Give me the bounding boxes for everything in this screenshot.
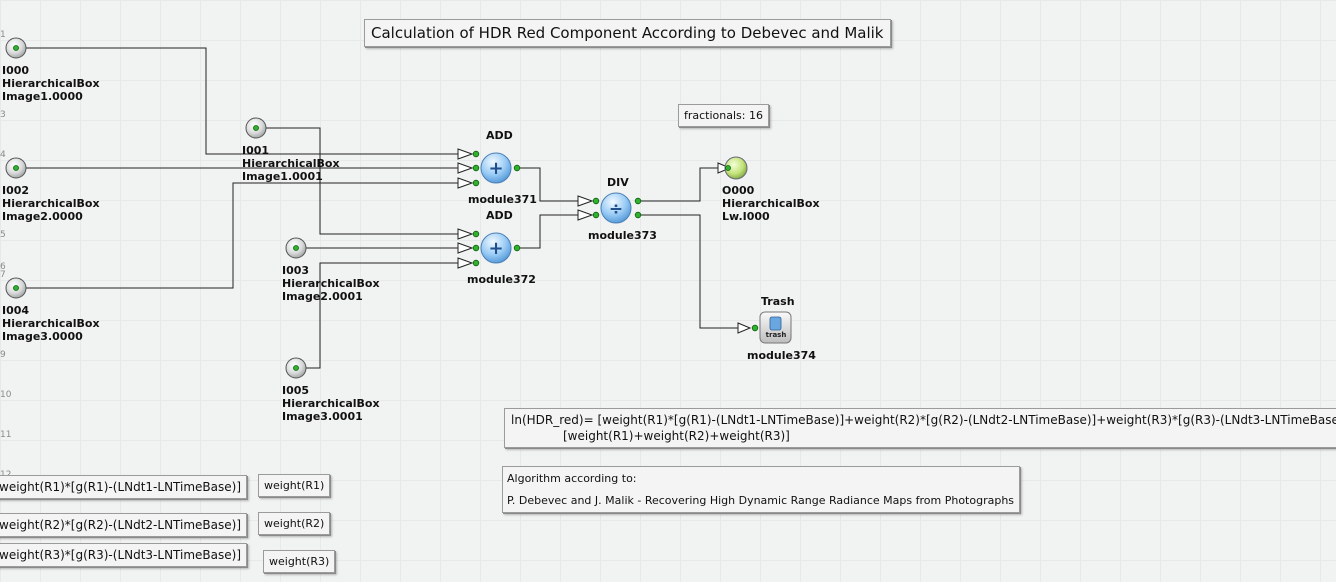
weight-box[interactable]: weight(R2) [258, 512, 331, 535]
module-name: module372 [467, 273, 536, 286]
add-title: ADD [486, 209, 513, 222]
wire-module373-to-trash [638, 214, 738, 329]
node-image: Image3.0000 [2, 330, 83, 343]
reference-box[interactable]: Algorithm according to: P. Debevec and J… [502, 466, 1021, 513]
row-number: 10 [0, 390, 12, 400]
wire-i001-to-module372 [261, 127, 458, 235]
reference-citation: P. Debevec and J. Malik - Recovering Hig… [507, 494, 1015, 507]
input-label-i000: I000 HierarchicalBox Image1.0000 [2, 64, 100, 103]
div-title: DIV [607, 176, 629, 189]
node-image: Lw.I000 [722, 210, 770, 223]
arrow-icon [457, 148, 474, 160]
module-name: module371 [468, 193, 537, 206]
wire-module371-to-module373 [517, 167, 578, 202]
formula-line: [weight(R1)+weight(R2)+weight(R3)] [563, 429, 790, 443]
trash-can-icon [769, 316, 782, 331]
add-node-module372[interactable]: + [472, 230, 521, 267]
output-node-o000[interactable] [724, 156, 748, 180]
node-id: I004 [2, 304, 30, 317]
node-type: HierarchicalBox [282, 397, 380, 410]
add-node-module371[interactable]: + [472, 150, 521, 187]
node-type: HierarchicalBox [722, 197, 820, 210]
node-image: Image1.0001 [242, 170, 323, 183]
node-image: Image1.0000 [2, 90, 83, 103]
node-id: I005 [282, 384, 310, 397]
input-label-i005: I005 HierarchicalBox Image3.0001 [282, 384, 380, 423]
node-type: HierarchicalBox [2, 77, 100, 90]
input-node-i001[interactable] [245, 117, 267, 139]
wire-module372-to-module373 [517, 214, 578, 249]
row-number: 1 [0, 30, 6, 40]
node-type: HierarchicalBox [2, 197, 100, 210]
output-label-o000: O000 HierarchicalBox Lw.I000 [722, 184, 820, 223]
arrow-icon [457, 242, 474, 254]
div-node-module373[interactable]: ÷ [592, 192, 642, 224]
arrow-icon [577, 209, 594, 221]
arrow-icon [457, 228, 474, 240]
input-node-i002[interactable] [5, 157, 27, 179]
node-type: HierarchicalBox [282, 277, 380, 290]
weight-box[interactable]: weight(R3) [263, 550, 336, 573]
row-number: 9 [0, 350, 6, 360]
arrow-icon [717, 162, 732, 174]
node-id: I003 [282, 264, 310, 277]
plus-icon: + [488, 238, 503, 259]
side-label-box[interactable]: weight(R3)*[g(R3)-(LNdt3-LNTimeBase)] [0, 543, 248, 567]
side-label-box[interactable]: weight(R1)*[g(R1)-(LNdt1-LNTimeBase)] [0, 475, 248, 499]
plus-icon: + [488, 158, 503, 179]
row-number: 5 [0, 230, 6, 240]
input-label-i004: I004 HierarchicalBox Image3.0000 [2, 304, 100, 343]
wire-module373-to-o000 [638, 167, 718, 202]
diagram-title[interactable]: Calculation of HDR Red Component Accordi… [364, 19, 891, 47]
wire-i004-to-module371 [21, 182, 458, 289]
node-type: HierarchicalBox [242, 157, 340, 170]
arrow-icon [457, 162, 474, 174]
row-number: 7 [0, 270, 6, 280]
arrow-icon [457, 177, 474, 189]
node-id: I002 [2, 184, 30, 197]
divide-icon: ÷ [609, 199, 623, 219]
node-id: I001 [242, 144, 270, 157]
module-name: module373 [588, 229, 657, 242]
node-image: Image3.0001 [282, 410, 363, 423]
node-id: I000 [2, 64, 30, 77]
row-number: 4 [0, 150, 6, 160]
node-id: O000 [722, 184, 755, 197]
reference-heading: Algorithm according to: [507, 472, 637, 485]
arrow-icon [737, 322, 752, 334]
input-node-i004[interactable] [5, 277, 27, 299]
fractionals-box[interactable]: fractionals: 16 [678, 104, 769, 127]
input-label-i001: I001 HierarchicalBox Image1.0001 [242, 144, 340, 183]
trash-node-module374[interactable]: trash [751, 311, 792, 344]
input-label-i003: I003 HierarchicalBox Image2.0001 [282, 264, 380, 303]
row-number: 11 [0, 430, 12, 440]
arrow-icon [457, 257, 474, 269]
input-arrows [457, 148, 752, 334]
trash-title: Trash [761, 295, 795, 308]
add-title: ADD [486, 129, 513, 142]
input-node-i000[interactable] [5, 37, 27, 59]
input-node-i003[interactable] [285, 237, 307, 259]
side-label-box[interactable]: weight(R2)*[g(R2)-(LNdt2-LNTimeBase)] [0, 513, 248, 537]
row-number: 3 [0, 110, 6, 120]
weight-box[interactable]: weight(R1) [258, 474, 331, 497]
input-node-i005[interactable] [285, 357, 307, 379]
arrow-icon [577, 195, 594, 207]
formula-line: ln(HDR_red)= [weight(R1)*[g(R1)-(LNdt1-L… [511, 413, 1336, 427]
module-name: module374 [747, 349, 816, 362]
wire-i005-to-module372 [301, 262, 458, 369]
node-image: Image2.0001 [282, 290, 363, 303]
trash-icon-label: trash [766, 331, 787, 339]
row-number: 6 [0, 262, 6, 272]
node-image: Image2.0000 [2, 210, 83, 223]
input-label-i002: I002 HierarchicalBox Image2.0000 [2, 184, 100, 223]
formula-box[interactable]: ln(HDR_red)= [weight(R1)*[g(R1)-(LNdt1-L… [504, 408, 1336, 448]
wire-i000-to-module371 [21, 47, 458, 155]
node-type: HierarchicalBox [2, 317, 100, 330]
